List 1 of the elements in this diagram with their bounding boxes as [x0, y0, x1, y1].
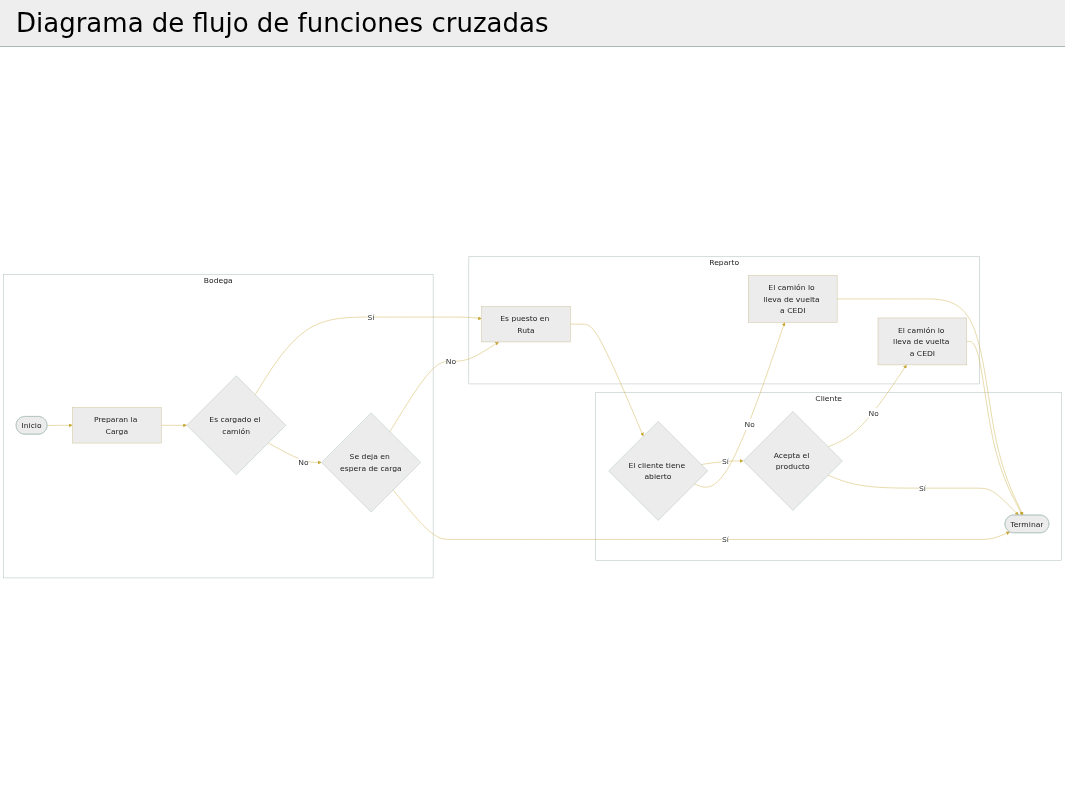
diagram-title: Diagrama de flujo de funciones cruzadas	[0, 0, 1065, 47]
